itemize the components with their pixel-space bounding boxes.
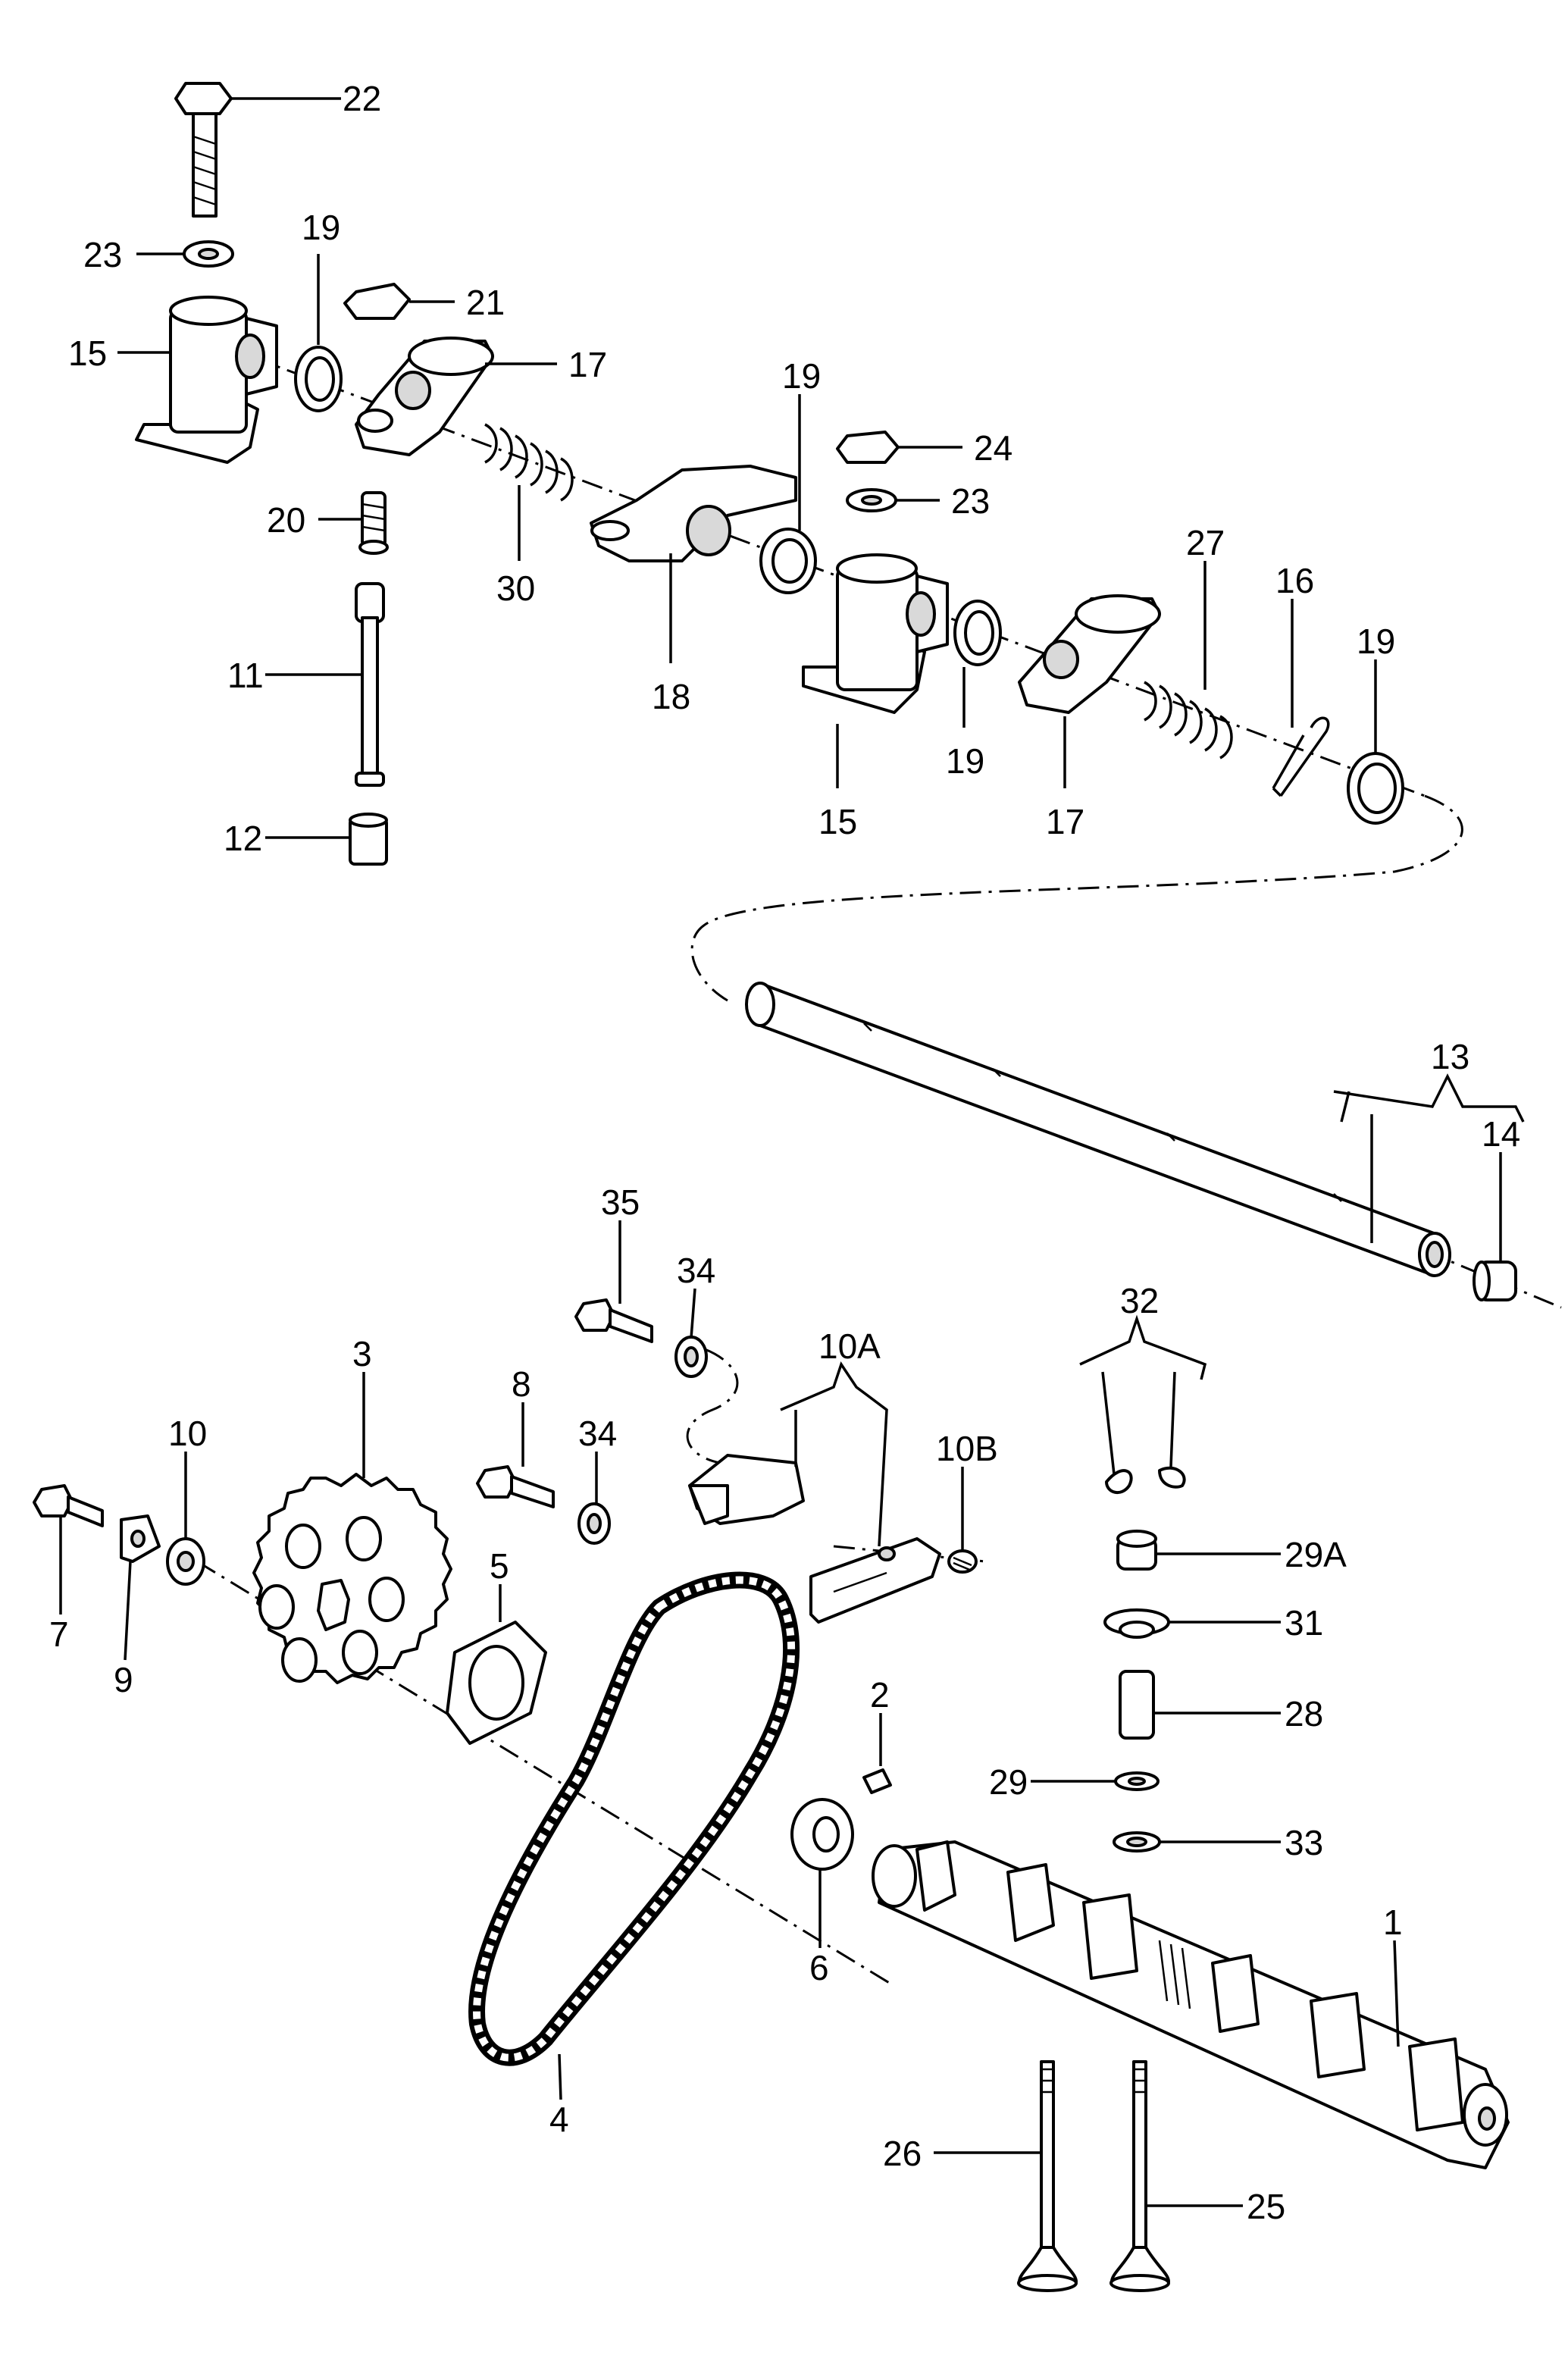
callout-22: 22 [343,79,381,118]
nut-24 [836,431,900,464]
callout-14: 14 [1482,1114,1520,1154]
rocker-arm-17-right [1018,594,1161,714]
callout-29A: 29A [1285,1535,1347,1574]
rocker-arm-18 [590,465,797,562]
bolt-22 [174,82,233,218]
callout-32: 32 [1120,1281,1159,1320]
callout-10: 10 [168,1414,207,1453]
tensioner-pad-10B [947,1549,978,1574]
washer-29 [1114,1771,1160,1791]
shim-19-center-right [953,600,1002,666]
callout-5: 5 [490,1546,509,1586]
camshaft-sprocket-3 [252,1473,452,1684]
callout-16: 16 [1275,561,1314,600]
callout-19: 19 [302,208,340,247]
spring-30 [484,423,574,502]
lock-plate-9 [120,1514,161,1563]
callout-2: 2 [870,1675,890,1715]
spring-27 [1144,681,1233,759]
push-rod-11 [355,582,385,787]
callout-35: 35 [601,1182,640,1222]
callout-15-center: 15 [818,802,857,841]
bolt-7 [33,1484,104,1527]
shim-19-left [294,346,343,412]
callout-19-center: 19 [782,356,821,396]
timing-chain-4 [468,1571,800,2066]
callout-12: 12 [224,819,262,858]
shim-19-right [1347,752,1404,825]
rocker-arm-17-upper [355,337,494,456]
callout-23-center: 23 [951,481,990,521]
washer-34-top [674,1336,708,1378]
callout-19-right: 19 [1357,622,1395,661]
callout-13: 13 [1431,1037,1469,1076]
rocker-pedestal-15-center [802,553,949,714]
washer-34-bottom [577,1502,611,1545]
valve-25 [1109,2060,1170,2292]
dowel-2 [862,1768,892,1794]
gasket-5 [446,1621,547,1745]
callout-34-bottom: 34 [578,1414,617,1453]
adjusting-screw-20 [358,491,389,555]
callout-26: 26 [883,2134,922,2173]
washer-23-top [183,240,234,268]
clip-16 [1272,716,1330,797]
callout-8: 8 [512,1364,531,1404]
callout-21: 21 [466,283,505,322]
callout-31: 31 [1285,1603,1323,1643]
rocker-pedestal-15-left [135,296,278,464]
callout-9: 9 [114,1660,133,1699]
callout-27: 27 [1186,523,1225,562]
callout-11: 11 [227,656,264,695]
spring-retainer-31 [1103,1608,1170,1639]
valve-stem-seal-29A [1116,1530,1157,1571]
callout-1: 1 [1383,1903,1403,1942]
callout-33: 33 [1285,1823,1323,1862]
valve-keepers-32 [1105,1466,1186,1494]
callout-18: 18 [652,677,690,716]
callout-labels: 22 23 19 21 15 17 20 30 11 12 19 24 23 1… [49,79,1520,2226]
callout-17: 17 [568,345,607,384]
callout-24: 24 [974,428,1012,468]
callout-6: 6 [809,1948,829,1987]
callout-15: 15 [68,334,107,373]
valve-spring-28 [1119,1670,1155,1740]
callout-34: 34 [677,1251,715,1290]
shim-19-center [759,528,817,594]
bolt-35 [574,1298,653,1343]
callout-23: 23 [83,235,122,274]
callout-19-center-right: 19 [946,741,984,781]
callout-17-right: 17 [1046,802,1084,841]
callout-10B: 10B [936,1429,998,1468]
callout-3: 3 [352,1334,372,1373]
bolt-8 [476,1465,555,1508]
plug-14 [1473,1261,1517,1301]
valve-26 [1017,2060,1078,2292]
rocker-shaft-13 [745,982,1451,1277]
washer-33 [1113,1831,1161,1853]
callout-28: 28 [1285,1694,1323,1734]
chain-tensioner-10A [688,1454,941,1624]
washer-23-center [846,488,897,512]
callout-30: 30 [496,568,535,608]
callout-7: 7 [49,1615,69,1654]
callout-4: 4 [549,2100,569,2139]
callout-29: 29 [989,1762,1028,1802]
callout-20: 20 [267,500,305,540]
washer-10 [166,1537,205,1586]
spacer-6 [790,1798,854,1871]
callout-10A: 10A [818,1326,881,1366]
tappet-12 [349,813,388,866]
camshaft-1 [872,1840,1510,2169]
leader-lines [59,97,1525,2207]
nut-21 [343,283,411,320]
callout-25: 25 [1247,2187,1285,2226]
